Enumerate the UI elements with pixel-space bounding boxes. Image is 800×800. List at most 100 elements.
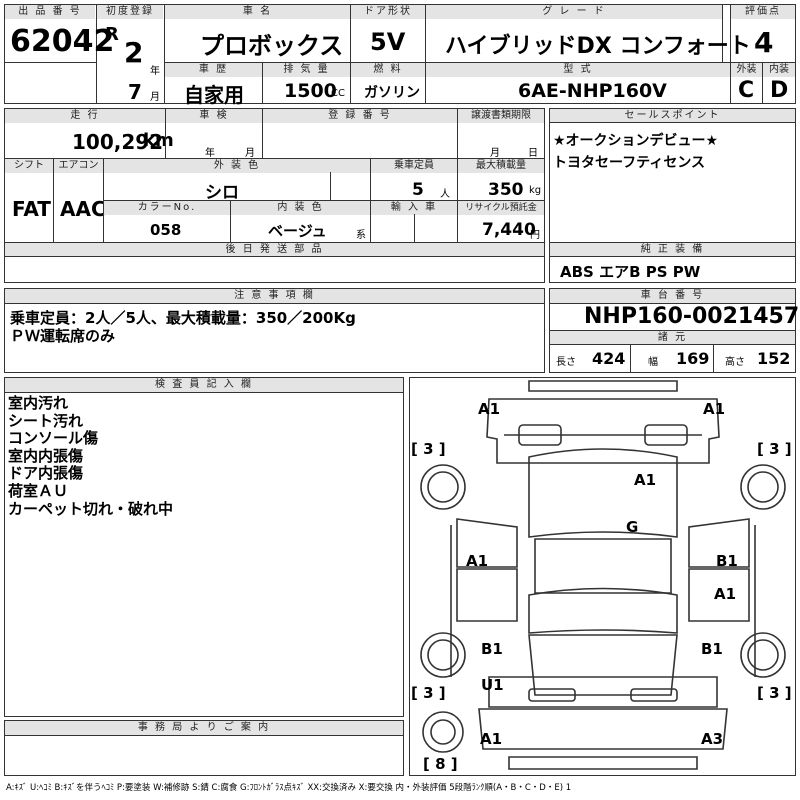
- damage-front-right: A1: [703, 400, 726, 418]
- exterior-grade: C: [738, 78, 755, 103]
- transfer-day-unit: 日: [528, 148, 538, 159]
- capacity-label: 乗車定員: [371, 159, 457, 173]
- yen-unit: 円: [530, 230, 540, 241]
- transfer-month-unit: 月: [490, 148, 500, 159]
- ac-label: エアコン: [54, 159, 103, 173]
- height-label: 高さ: [725, 357, 745, 368]
- car-name: プロボックス: [200, 32, 344, 60]
- model: 6AE-NHP160V: [518, 80, 667, 102]
- model-label: 型 式: [426, 63, 730, 77]
- recycle-fee: 7,440: [482, 220, 536, 240]
- load-label: 最大積載量: [458, 159, 544, 173]
- km-unit: km: [143, 130, 174, 151]
- caution-text: 乗車定員：2人／5人、最大積載量：350／200Kg ＰＷ運転席のみ: [10, 309, 356, 345]
- damage-front-left: A1: [478, 400, 501, 418]
- equipment: ABS エアB PS PW: [560, 263, 701, 281]
- door-label: ドア形状: [351, 5, 425, 19]
- damage-rear-right: A3: [701, 730, 724, 748]
- ac: AAC: [60, 197, 106, 221]
- import-label: 輸 入 車: [371, 201, 457, 215]
- body-color: シロ: [205, 183, 239, 203]
- office-label: 事 務 局 よ り ご 案 内: [5, 721, 403, 735]
- grade: ハイブリッドDX コンフォート: [445, 34, 751, 59]
- car-name-label: 車 名: [165, 5, 350, 19]
- lot-number: 62042: [10, 24, 115, 59]
- first-reg-label: 初度登録: [97, 5, 163, 19]
- damage-windshield: G: [626, 518, 639, 536]
- lot-label: 出 品 番 号: [5, 5, 95, 19]
- shift-label: シフト: [5, 159, 53, 173]
- mileage: 100,292: [72, 130, 164, 154]
- kei-unit: 系: [356, 230, 366, 241]
- fuel-label: 燃 料: [351, 63, 425, 77]
- inspector-label: 検 査 員 記 入 欄: [5, 378, 403, 392]
- tire-front-left: [ 3 ]: [411, 440, 446, 458]
- inspection-month-unit: 月: [245, 148, 255, 159]
- exterior-label: 外装: [731, 63, 762, 77]
- damage-rear-left: A1: [480, 730, 503, 748]
- damage-right-rear-door: A1: [714, 585, 737, 603]
- interior-grade: D: [770, 78, 789, 103]
- interior-label: 内装: [763, 63, 795, 77]
- sales-label: セールスポイント: [550, 109, 795, 123]
- inspection-label: 車 検: [166, 109, 262, 123]
- inspection-year-unit: 年: [205, 148, 215, 159]
- sales-line-2: トヨタセーフティセンス: [553, 155, 706, 171]
- tire-spare: [ 8 ]: [423, 755, 458, 773]
- cc-unit: CC: [331, 88, 345, 99]
- reg-month: 7: [128, 80, 142, 104]
- grade-label: グ レ ー ド: [426, 5, 722, 19]
- car-body-outline: [420, 380, 786, 770]
- legend: A:ｷｽﾞ U:ﾍｺﾐ B:ｷｽﾞを伴うﾍｺﾐ P:要塗装 W:補修跡 S:錆 …: [6, 783, 572, 793]
- damage-left-front-door: A1: [466, 552, 489, 570]
- score-label: 評価点: [731, 5, 795, 19]
- displacement-label: 排 気 量: [263, 63, 350, 77]
- chassis-number: NHP160-0021457: [584, 304, 800, 329]
- equip-label: 純 正 装 備: [550, 243, 795, 257]
- width: 169: [676, 349, 710, 368]
- shift: FAT: [12, 197, 51, 221]
- header-block: [4, 4, 796, 104]
- recycle-label: リサイクル預託金: [458, 201, 544, 215]
- capacity: 5: [412, 180, 424, 200]
- interior-color-label: 内 装 色: [231, 201, 370, 215]
- transfer-label: 譲渡書類期限: [458, 109, 544, 123]
- score: 4: [754, 26, 774, 59]
- width-label: 幅: [648, 357, 658, 368]
- sales-line-1: ★オークションデビュー★: [553, 133, 719, 149]
- length-label: 長さ: [556, 357, 576, 368]
- person-unit: 人: [440, 189, 450, 200]
- interior-color: ベージュ: [268, 222, 327, 240]
- inspector-block: [4, 377, 404, 717]
- era: R: [105, 24, 119, 45]
- color-no-label: カラーNo.: [104, 201, 230, 215]
- damage-right-front-door: B1: [716, 552, 738, 570]
- reg-year: 2: [124, 36, 144, 69]
- fuel: ガソリン: [364, 85, 420, 101]
- color-number: 058: [150, 221, 182, 239]
- dims-label: 諸 元: [550, 331, 795, 345]
- damage-left-rear-quarter: B1: [481, 640, 503, 658]
- mileage-label: 走 行: [5, 109, 165, 123]
- height: 152: [757, 349, 791, 368]
- displacement: 1500: [284, 80, 337, 102]
- chassis-label: 車 台 番 号: [550, 289, 795, 303]
- kg-unit: kg: [529, 185, 542, 196]
- damage-hood: A1: [634, 471, 657, 489]
- damage-left-rear: U1: [481, 676, 504, 694]
- color-label: 外 装 色: [104, 159, 370, 173]
- length: 424: [592, 349, 626, 368]
- caution-label: 注 意 事 項 欄: [5, 289, 544, 303]
- max-load: 350: [488, 180, 524, 200]
- tire-rear-left: [ 3 ]: [411, 684, 446, 702]
- damage-right-rear-quarter: B1: [701, 640, 723, 658]
- history: 自家用: [184, 83, 244, 107]
- tire-front-right: [ 3 ]: [757, 440, 792, 458]
- inspector-notes: 室内汚れ シート汚れ コンソール傷 室内内張傷 ドア内張傷 荷室ＡＵ カーペット…: [8, 394, 174, 518]
- later-parts-label: 後 日 発 送 部 品: [5, 243, 544, 257]
- month-unit: 月: [150, 92, 160, 103]
- reg-no-label: 登 録 番 号: [263, 109, 457, 123]
- year-unit: 年: [150, 66, 160, 77]
- door-type: 5V: [370, 28, 406, 56]
- history-label: 車 歴: [165, 63, 262, 77]
